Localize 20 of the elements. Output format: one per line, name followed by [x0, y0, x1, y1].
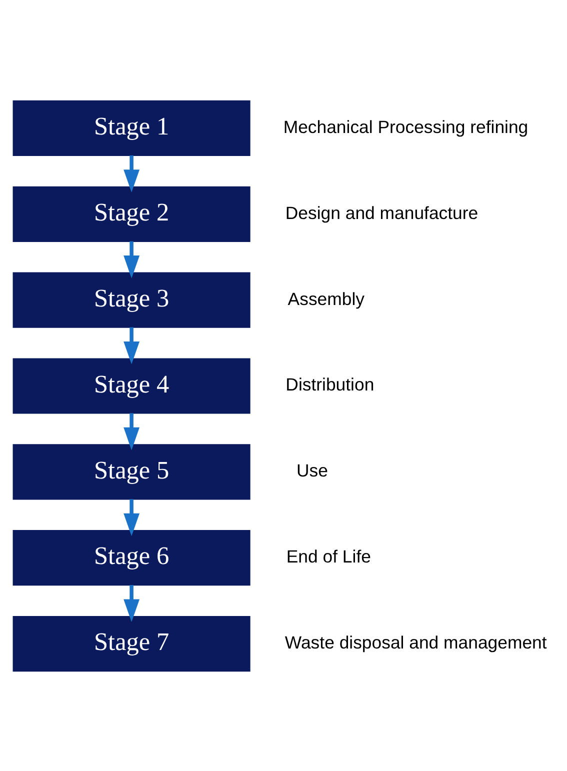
arrow	[124, 498, 140, 536]
node-box: Stage 1	[12, 100, 250, 156]
arrow	[124, 154, 140, 192]
node-box: Stage 5	[12, 444, 250, 500]
node-box: Stage 4	[12, 358, 250, 414]
node-label: Distribution	[286, 374, 374, 394]
node-label: Use	[296, 460, 328, 480]
arrow	[124, 240, 140, 278]
node-label: Design and manufacture	[285, 202, 478, 222]
node-box: Stage 3	[12, 272, 250, 328]
arrow	[124, 326, 140, 364]
node-box: Stage 6	[12, 530, 250, 586]
node-label: Mechanical Processing refining	[283, 116, 528, 136]
node-label: End of Life	[286, 546, 371, 566]
arrow	[124, 412, 140, 450]
node-label: Assembly	[288, 288, 364, 308]
arrow	[124, 584, 140, 622]
node-box: Stage 2	[12, 186, 250, 242]
node-label: Waste disposal and management	[284, 632, 547, 652]
node-box: Stage 7	[12, 615, 250, 672]
